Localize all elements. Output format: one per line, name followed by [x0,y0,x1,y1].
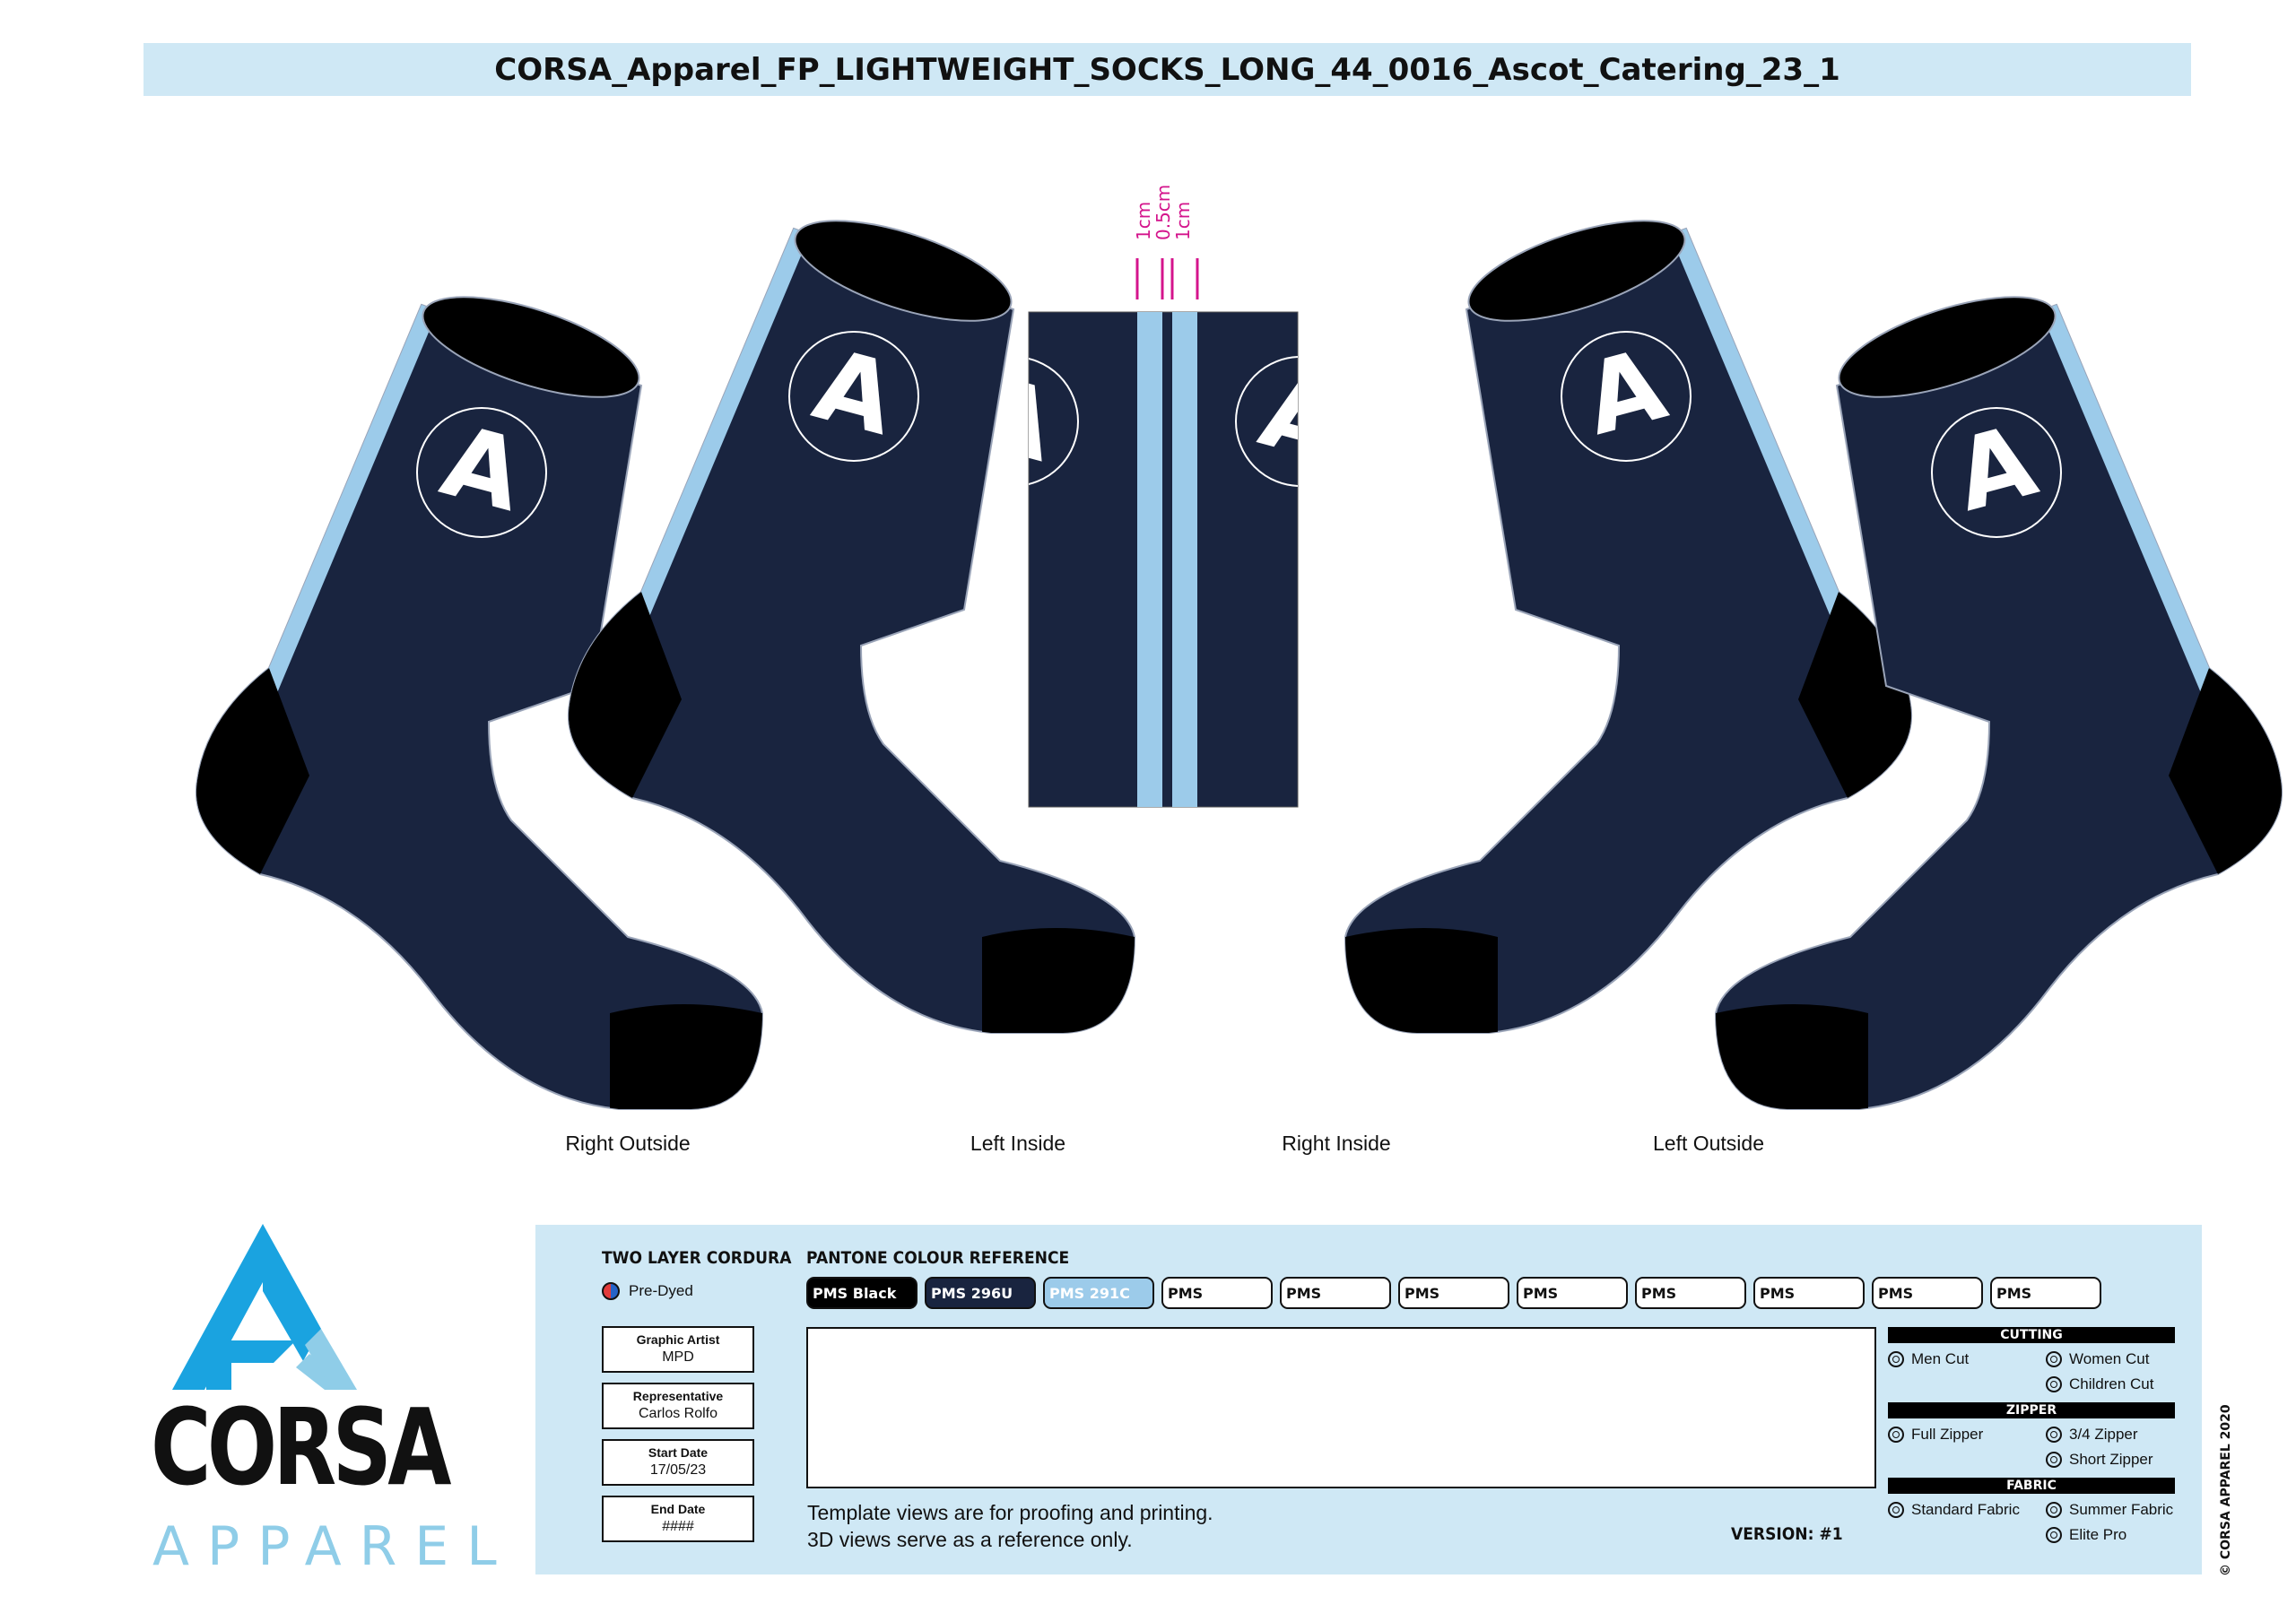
spacer [1888,1374,2046,1395]
material-title: TWO LAYER CORDURA [602,1248,792,1268]
zipper-option[interactable]: Full Zipper [1888,1424,2046,1445]
option-label: Summer Fabric [2069,1501,2174,1518]
fabric-header: FABRIC [1888,1478,2175,1494]
radio-icon [2046,1376,2062,1392]
zipper-header: ZIPPER [1888,1402,2175,1418]
info-key: Start Date [648,1445,709,1460]
info-start-date: Start Date 17/05/23 [602,1439,754,1486]
cutting-option[interactable]: Men Cut [1888,1349,2046,1370]
view-label-left-inside: Left Inside [970,1132,1066,1155]
pantone-swatch[interactable]: PMS Black [806,1277,918,1309]
corsa-logo-wordmark: CORSA [151,1385,451,1509]
info-key: Representative [632,1389,724,1403]
stripe-dimensions: 1cm 0.5cm 1cm [1133,185,1199,299]
info-representative: Representative Carlos Rolfo [602,1383,754,1429]
view-label-right-inside: Right Inside [1282,1132,1391,1155]
cutting-option[interactable]: Children Cut [2046,1374,2175,1395]
option-label: Short Zipper [2069,1451,2153,1468]
info-key: End Date [650,1502,706,1516]
pantone-swatch[interactable]: PMS [1872,1277,1983,1309]
pantone-swatch[interactable]: PMS [1398,1277,1509,1309]
copyright: © CORSA APPAREL 2020 [2219,1404,2233,1576]
radio-icon [1888,1427,1904,1443]
dimension-label: 0.5cm [1152,185,1174,240]
view-label-right-outside: Right Outside [565,1132,691,1155]
option-label: Men Cut [1911,1350,1970,1367]
cutting-header: CUTTING [1888,1327,2175,1343]
fabric-option[interactable]: Standard Fabric [1888,1499,2046,1521]
template-note-line: Template views are for proofing and prin… [807,1501,1213,1524]
spacer [1888,1449,2046,1470]
template-note-line: 3D views serve as a reference only. [807,1528,1133,1551]
flat-stripe-template: A A [1028,311,1299,808]
dimension-label: 1cm [1133,202,1154,240]
option-label: Full Zipper [1911,1426,1984,1443]
template-note: Template views are for proofing and prin… [807,1499,1213,1553]
dimension-label: 1cm [1172,202,1194,240]
option-label: Elite Pro [2069,1526,2127,1543]
info-value: MPD [662,1349,694,1365]
document-title: CORSA_Apparel_FP_LIGHTWEIGHT_SOCKS_LONG_… [144,43,2191,96]
fabric-option[interactable]: Elite Pro [2046,1524,2175,1546]
corsa-logo-subtitle: APPAREL [152,1515,515,1578]
pantone-swatch[interactable]: PMS [1517,1277,1628,1309]
info-graphic-artist: Graphic Artist MPD [602,1326,754,1373]
pantone-swatch[interactable]: PMS 296U [925,1277,1036,1309]
option-label: Children Cut [2069,1375,2154,1392]
pantone-swatch[interactable]: PMS 291C [1043,1277,1154,1309]
info-value: 17/05/23 [649,1462,707,1478]
notes-box[interactable] [806,1327,1876,1488]
material-option-predyed[interactable]: Pre-Dyed [602,1282,693,1300]
info-value: #### [662,1519,694,1534]
pantone-swatch[interactable]: PMS [1635,1277,1746,1309]
radio-icon [2046,1502,2062,1518]
radio-icon [2046,1527,2062,1543]
pantone-swatch[interactable]: PMS [1753,1277,1865,1309]
zipper-option[interactable]: 3/4 Zipper [2046,1424,2175,1445]
radio-icon [1888,1351,1904,1367]
version-label: VERSION: #1 [1731,1524,1843,1544]
info-value: Carlos Rolfo [638,1406,718,1421]
pantone-swatch[interactable]: PMS [1161,1277,1273,1309]
radio-icon [2046,1452,2062,1468]
spacer [1888,1524,2046,1546]
zipper-option[interactable]: Short Zipper [2046,1449,2175,1470]
option-label: Standard Fabric [1911,1501,2020,1518]
option-label: Women Cut [2069,1350,2150,1367]
pantone-swatch[interactable]: PMS [1280,1277,1391,1309]
fabric-option[interactable]: Summer Fabric [2046,1499,2175,1521]
radio-icon [1888,1502,1904,1518]
radio-icon [2046,1351,2062,1367]
view-label-left-outside: Left Outside [1652,1132,1765,1155]
corsa-logo-mark [172,1224,357,1390]
info-key: Graphic Artist [636,1332,720,1347]
option-label: 3/4 Zipper [2069,1426,2138,1443]
pantone-swatch[interactable]: PMS [1990,1277,2101,1309]
spec-panel: TWO LAYER CORDURA Pre-Dyed Graphic Artis… [535,1225,2202,1574]
info-end-date: End Date #### [602,1496,754,1542]
radio-icon [2046,1427,2062,1443]
pantone-title: PANTONE COLOUR REFERENCE [806,1248,1070,1268]
sock-right-inside [1336,200,1911,1045]
color-dot-icon [602,1282,620,1300]
cutting-option[interactable]: Women Cut [2046,1349,2175,1370]
material-option-label: Pre-Dyed [629,1282,693,1299]
